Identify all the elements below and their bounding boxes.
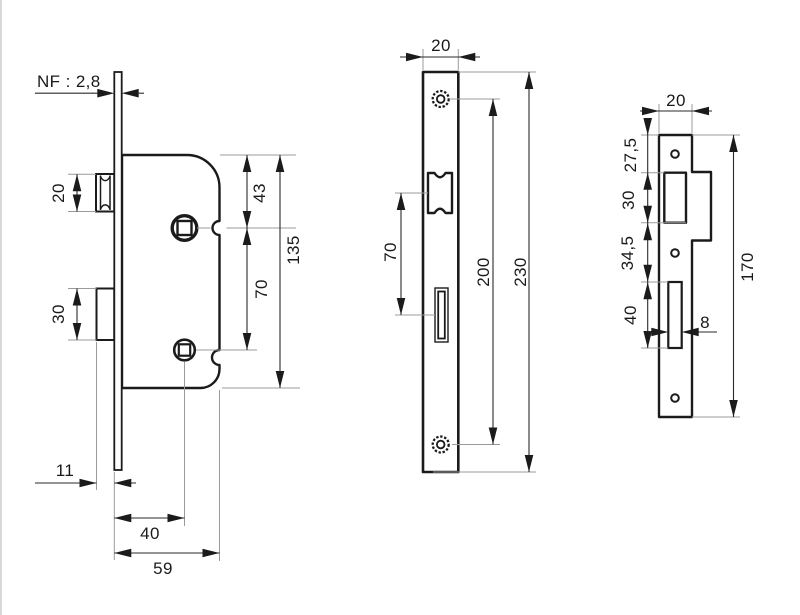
strike-latch-cutout — [663, 171, 688, 224]
arrowhead — [406, 52, 423, 62]
dim-faceplate-width: 20 — [400, 36, 480, 70]
dim-label: 70 — [381, 242, 400, 262]
arrowhead — [72, 288, 82, 306]
latch-bevel-curve — [99, 204, 111, 210]
dim-bolt-throw: 11 — [35, 342, 136, 560]
dim-label: 20 — [49, 183, 68, 203]
arrowhead — [692, 106, 709, 116]
arrowhead — [729, 400, 738, 417]
dim-label: 59 — [153, 559, 173, 578]
arrowhead — [643, 205, 652, 223]
dim-label: 8 — [700, 313, 710, 332]
screw-hole-bottom — [431, 435, 450, 454]
screw-hole — [436, 94, 446, 104]
arrowhead — [643, 264, 652, 282]
dim-body-height: 135 — [222, 155, 303, 389]
deadbolt-slot-inner — [437, 290, 446, 340]
arrowhead — [72, 194, 82, 212]
arrowhead — [396, 298, 406, 315]
dim-faceplate-thickness: NF : 2,8 — [35, 72, 144, 98]
dim-label: 40 — [140, 524, 160, 543]
dim-label: 135 — [284, 235, 303, 265]
dim-faceplate-height: 230 — [433, 71, 536, 473]
arrowhead — [242, 155, 252, 172]
arrowhead — [202, 548, 220, 558]
dim-label: 34,5 — [618, 236, 637, 271]
spindle-square-hole — [176, 219, 193, 237]
arrowhead — [524, 455, 534, 472]
dim-label: 70 — [252, 279, 271, 299]
arrowhead — [275, 155, 285, 172]
dim-latch-height: 20 — [49, 173, 96, 212]
dim-label: 30 — [49, 304, 68, 324]
dim-deadbolt-height: 30 — [49, 288, 97, 341]
dim-strike-left-column: 27,5 30 34,5 40 — [618, 118, 686, 349]
arrowhead — [643, 282, 652, 300]
arrowhead — [643, 172, 652, 190]
dim-screw-centres: 200 — [449, 98, 500, 445]
nf-label: NF : 2,8 — [37, 72, 101, 91]
arrowhead — [114, 548, 132, 558]
dim-label: 170 — [738, 252, 757, 282]
dim-label: 30 — [619, 190, 638, 210]
latch-bevel-curve — [99, 176, 111, 182]
arrowhead — [642, 106, 659, 116]
arrowhead — [524, 72, 534, 89]
deadbolt — [95, 287, 116, 341]
dim-label: 200 — [474, 257, 493, 287]
arrowhead — [275, 371, 285, 388]
key-square-hole — [177, 343, 192, 357]
dim-body-depth: 59 — [114, 390, 220, 578]
arrowhead — [643, 223, 652, 241]
latch-opening — [426, 171, 454, 215]
arrowhead — [242, 228, 252, 245]
strike-plate-view: 20 27,5 30 34,5 40 — [618, 91, 757, 419]
screw-hole — [670, 393, 680, 403]
arrowhead — [396, 193, 406, 210]
arrowhead — [167, 513, 185, 523]
faceplate — [421, 70, 460, 474]
latch-bolt — [95, 173, 116, 213]
side-view: NF : 2,8 20 30 — [35, 71, 303, 578]
dim-latch-to-bolt: 70 — [381, 192, 435, 316]
faceplate-view: 20 70 200 230 — [381, 36, 536, 474]
dim-top-to-follower: 43 — [197, 154, 296, 229]
screw-hole — [670, 248, 680, 258]
strike-bolt-cutout — [667, 280, 683, 350]
arrowhead — [242, 211, 252, 228]
dim-label: 27,5 — [621, 138, 640, 173]
arrowhead — [643, 331, 652, 348]
arrowhead — [643, 118, 652, 135]
screw-hole — [436, 439, 446, 450]
dim-label: 11 — [56, 461, 74, 480]
dim-label: 20 — [431, 36, 451, 55]
arrowhead — [488, 427, 498, 445]
arrowhead — [114, 513, 132, 523]
arrowhead — [121, 88, 139, 98]
arrowhead — [97, 88, 115, 98]
faceplate-edge — [113, 71, 123, 471]
arrowhead — [488, 99, 498, 116]
screw-hole-top — [431, 89, 450, 109]
arrowhead — [729, 135, 738, 152]
screw-hole — [670, 149, 680, 159]
arrowhead — [114, 478, 132, 488]
dim-backset: 40 — [114, 362, 185, 543]
arrowhead — [72, 323, 82, 340]
dim-slot-width: 8 — [647, 313, 717, 337]
arrowhead — [458, 52, 476, 62]
arrowhead — [79, 478, 97, 488]
dim-label: 230 — [511, 257, 530, 287]
dim-strike-width: 20 — [640, 91, 712, 133]
lock-body — [120, 153, 221, 390]
dim-label: 20 — [666, 91, 686, 110]
arrowhead — [242, 333, 252, 350]
dim-follower-to-key: 70 — [196, 228, 271, 351]
dim-label: 43 — [250, 183, 269, 203]
arrowhead — [72, 174, 82, 192]
dim-label: 40 — [621, 305, 640, 325]
dim-strike-height: 170 — [692, 134, 757, 418]
